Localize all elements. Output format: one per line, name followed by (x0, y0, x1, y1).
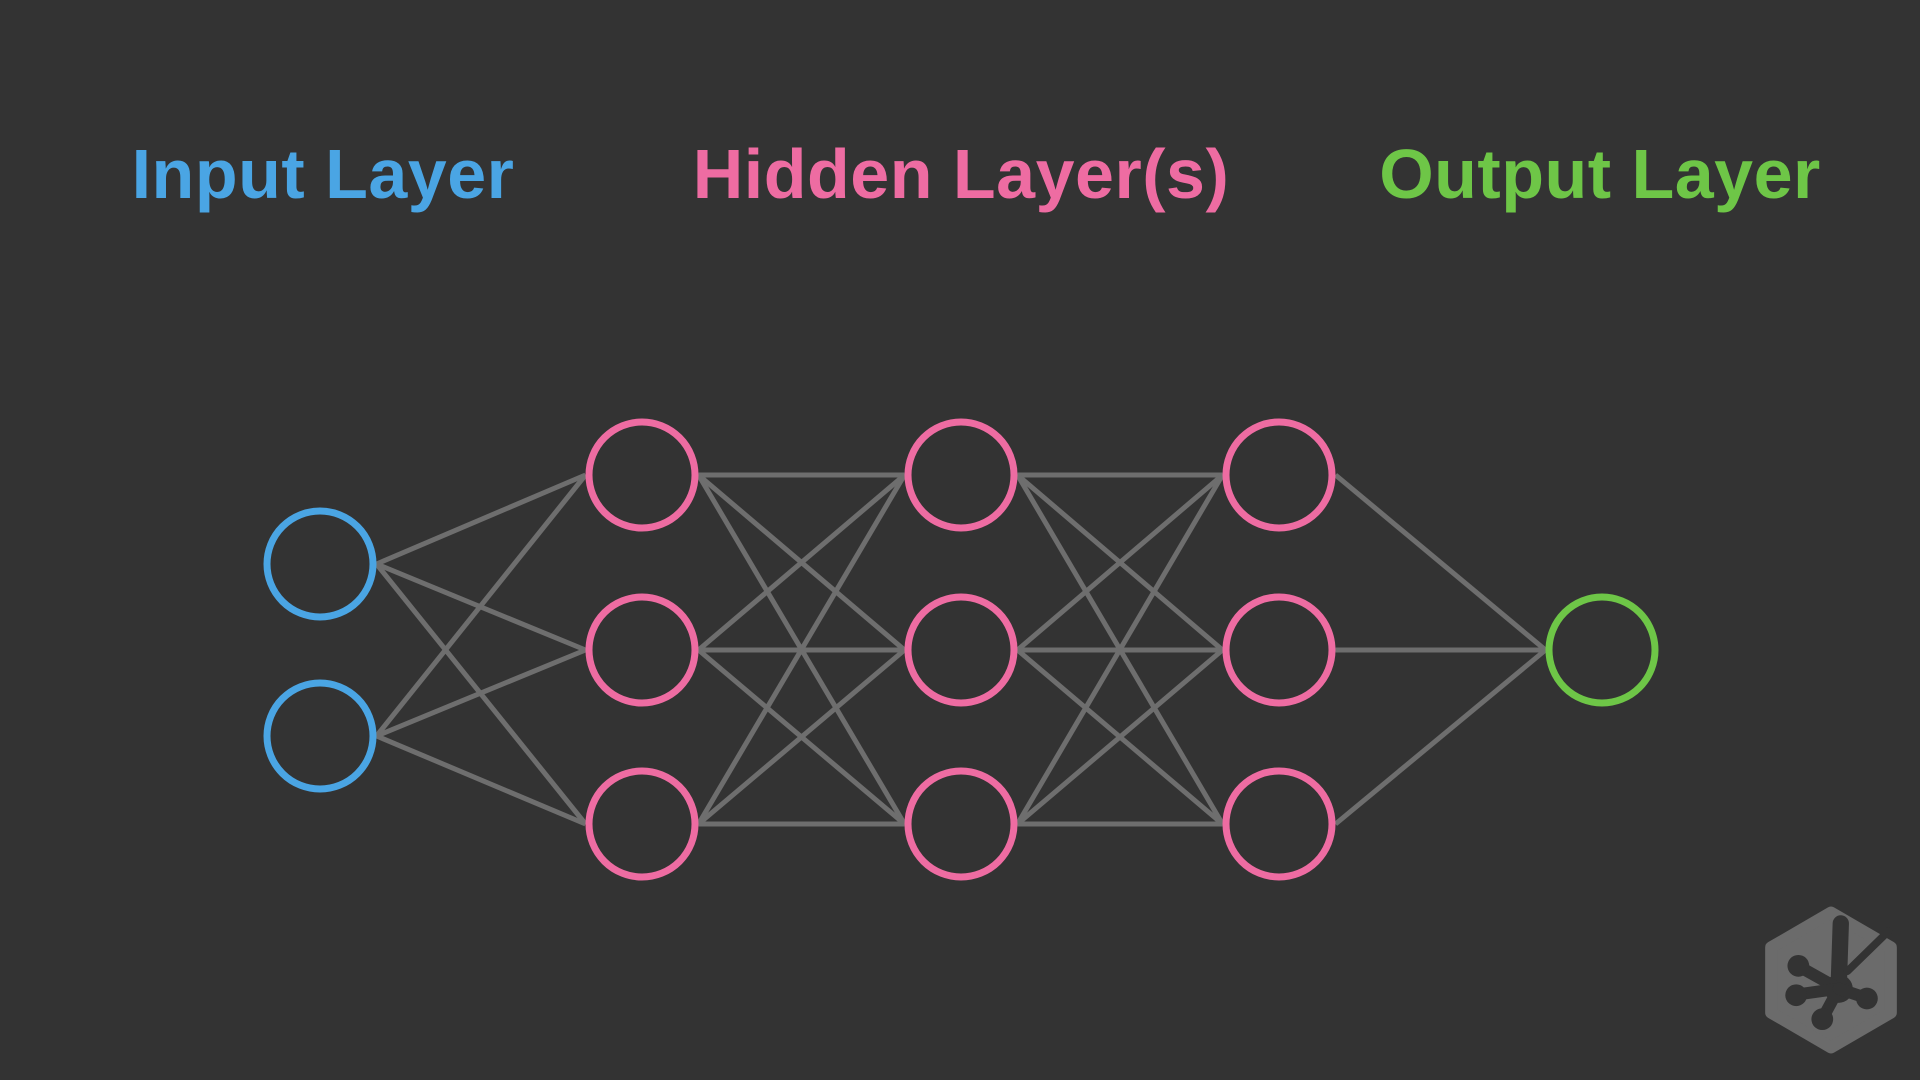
edge-input-0-to-hidden-1-0 (375, 472, 587, 567)
treehouse-logo (1765, 906, 1897, 1054)
node-hidden-1-1 (585, 418, 699, 532)
node-hidden-2-3 (904, 767, 1018, 881)
node-hidden-3-3 (1222, 767, 1336, 881)
input-layer-label: Input Layer (131, 135, 515, 213)
edge-hidden-2-2-to-hidden-3-0 (1015, 473, 1225, 826)
gecko-toe-pad-4 (1856, 987, 1878, 1010)
node-hidden-3-2 (1222, 593, 1336, 707)
node-input-1 (263, 507, 377, 621)
gecko-toe-pad-3 (1811, 1008, 1834, 1031)
node-hidden-2-2 (904, 593, 1018, 707)
node-hidden-1-3 (585, 767, 699, 881)
output-layer-label: Output Layer (1379, 135, 1821, 213)
node-hidden-1-2 (585, 593, 699, 707)
edges-group (374, 472, 1548, 827)
node-input-2 (263, 679, 377, 793)
edge-hidden-2-1-to-hidden-3-0 (1015, 473, 1225, 652)
edge-hidden-1-2-to-hidden-2-1 (696, 648, 907, 826)
node-output-1 (1545, 593, 1659, 707)
node-hidden-2-1 (904, 418, 1018, 532)
edge-hidden-2-2-to-hidden-3-1 (1015, 648, 1225, 826)
gecko-top-toe (1830, 915, 1849, 997)
gecko-toe-pad-2 (1785, 984, 1808, 1007)
edge-hidden-1-1-to-hidden-2-0 (696, 473, 907, 652)
edge-hidden-3-2-to-output-0 (1333, 648, 1548, 826)
hidden-layer-label: Hidden Layer(s) (692, 135, 1230, 213)
edge-input-1-to-hidden-1-0 (374, 473, 588, 738)
edge-hidden-1-2-to-hidden-2-0 (696, 473, 907, 826)
edge-hidden-3-0-to-output-0 (1333, 473, 1548, 652)
gecko-slit (1843, 927, 1893, 976)
edge-input-1-to-hidden-1-2 (375, 733, 587, 827)
gecko-toe-pad-1 (1787, 954, 1810, 977)
gecko-foot-icon (1785, 915, 1893, 1031)
nodes-group (263, 418, 1659, 881)
node-hidden-3-1 (1222, 418, 1336, 532)
edge-input-1-to-hidden-1-1 (375, 647, 587, 739)
